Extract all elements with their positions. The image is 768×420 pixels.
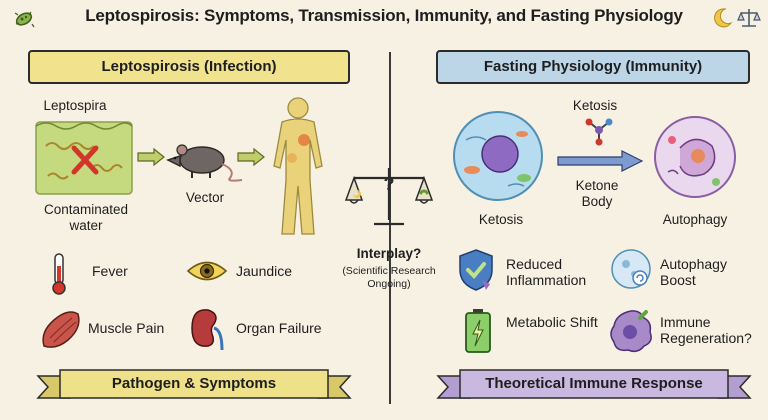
- leptospira-label: Leptospira: [43, 98, 107, 113]
- autophagy-cell-icon: [654, 116, 736, 198]
- vector-label: Vector: [185, 190, 225, 205]
- symptom-fever: Fever: [92, 263, 128, 279]
- human-body-icon: [273, 97, 323, 235]
- left-ribbon-banner: [36, 369, 352, 399]
- autophagy-boost-icon: [611, 249, 651, 289]
- effect-metabolic-shift: Metabolic Shift: [506, 314, 598, 330]
- left-section-header: Leptospirosis (Infection): [28, 50, 350, 84]
- bacteria-icon: [14, 11, 35, 28]
- right-ribbon-banner: [436, 369, 752, 399]
- thermometer-icon: [52, 253, 66, 295]
- kidney-icon: [191, 309, 224, 351]
- page-title: Leptospirosis: Symptoms, Transmission, I…: [85, 6, 683, 25]
- ketosis-top-label: Ketosis: [572, 98, 618, 113]
- ketone-body-label: Ketone Body: [575, 178, 619, 209]
- svg-text:?: ?: [384, 174, 395, 194]
- eye-icon: [186, 261, 228, 281]
- effect-immune-regeneration: Immune Regeneration?: [660, 314, 752, 346]
- effect-reduced-inflammation: Reduced Inflammation: [506, 256, 587, 288]
- ketone-molecule-icon: [585, 118, 613, 146]
- immune-cell-icon: [610, 310, 652, 353]
- shield-check-icon: [459, 249, 493, 291]
- left-ribbon-label: Pathogen & Symptoms: [111, 375, 277, 392]
- ketosis-label: Ketosis: [478, 212, 524, 227]
- right-section-header: Fasting Physiology (Immunity): [436, 50, 750, 84]
- cell-icon: [453, 111, 543, 201]
- balance-scale-icon: ?: [344, 168, 434, 226]
- symptom-organ-failure: Organ Failure: [236, 320, 322, 336]
- effect-autophagy-boost: Autophagy Boost: [660, 256, 727, 288]
- right-ribbon-label: Theoretical Immune Response: [485, 375, 703, 392]
- research-note: (Scientific Research Ongoing): [342, 265, 436, 290]
- contaminated-water-label: Contaminated water: [43, 202, 129, 233]
- contaminated-water-illustration: [35, 121, 133, 195]
- interplay-question: Interplay?: [356, 246, 422, 261]
- scale-icon: [737, 9, 761, 27]
- rat-icon: [166, 144, 243, 182]
- battery-icon: [465, 309, 491, 353]
- arrow-right-icon: [557, 150, 644, 172]
- section-divider: [389, 52, 391, 404]
- muscle-icon: [42, 311, 80, 348]
- arrow-right-icon: [137, 147, 165, 167]
- autophagy-label: Autophagy: [662, 212, 728, 227]
- symptom-muscle-pain: Muscle Pain: [88, 320, 165, 336]
- symptom-jaundice: Jaundice: [236, 263, 293, 279]
- moon-icon: [714, 8, 733, 28]
- arrow-right-icon: [237, 147, 265, 167]
